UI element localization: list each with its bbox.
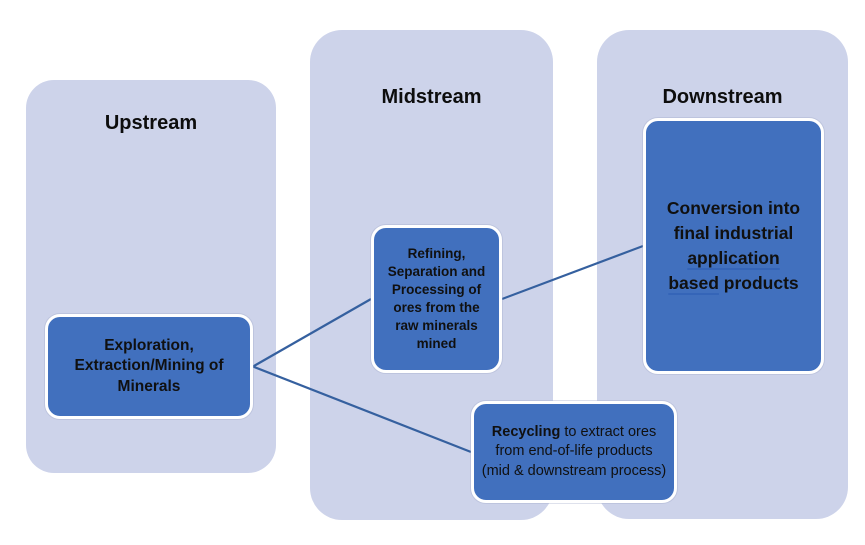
downstream-label: Downstream [662,86,783,108]
connector-midstream-downstream [501,244,644,301]
midstream-label: Midstream [381,86,482,108]
upstream-label: Upstream [104,112,198,134]
connector-upstream-recycling [252,365,472,454]
connector-upstream-midstream [252,298,372,368]
